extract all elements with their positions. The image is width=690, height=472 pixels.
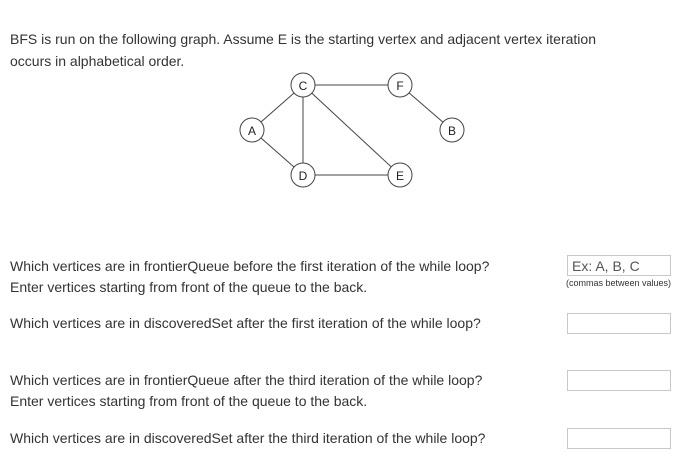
answer-4-input[interactable]: [567, 428, 671, 449]
question-1: Which vertices are in frontierQueue befo…: [10, 256, 489, 298]
vertex-circle: [387, 72, 413, 98]
edge-f-b: [408, 92, 444, 123]
graph-diagram: A B C D E F: [239, 72, 465, 188]
graph-edges: [260, 84, 444, 176]
vertex-label: A: [248, 124, 256, 138]
graph-nodes: A B C D E F: [239, 72, 465, 188]
question-1-text: Which vertices are in frontierQueue befo…: [10, 258, 490, 274]
question-2-text: Which vertices are in discoveredSet afte…: [10, 315, 481, 331]
vertex-label: C: [299, 79, 308, 93]
vertex-c: C: [290, 72, 316, 98]
vertex-label: B: [448, 124, 456, 138]
vertex-label: E: [396, 169, 404, 183]
question-3: Which vertices are in frontierQueue afte…: [10, 370, 482, 412]
vertex-circle: [439, 117, 465, 143]
vertex-circle: [239, 117, 265, 143]
answer-2-input[interactable]: [567, 313, 671, 334]
problem-statement: BFS is run on the following graph. Assum…: [10, 28, 680, 72]
question-4-text: Which vertices are in discoveredSet afte…: [10, 430, 486, 446]
vertex-circle: [290, 162, 316, 188]
vertex-label: D: [299, 169, 308, 183]
answer-3-input[interactable]: [567, 370, 671, 391]
vertex-circle: [387, 162, 413, 188]
edge-a-c: [260, 92, 295, 123]
edge-a-d: [260, 137, 295, 168]
answer-1-input[interactable]: [567, 255, 671, 276]
vertex-b: B: [439, 117, 465, 143]
vertex-e: E: [387, 162, 413, 188]
problem-statement-line-1: BFS is run on the following graph. Assum…: [10, 31, 596, 47]
question-2: Which vertices are in discoveredSet afte…: [10, 313, 481, 334]
problem-statement-line-2: occurs in alphabetical order.: [10, 53, 185, 69]
vertex-f: F: [387, 72, 413, 98]
question-3-instruction: Enter vertices starting from front of th…: [10, 393, 368, 409]
vertex-circle: [290, 72, 316, 98]
vertex-d: D: [290, 162, 316, 188]
question-4: Which vertices are in discoveredSet afte…: [10, 428, 485, 449]
answer-format-hint: (commas between values): [566, 278, 672, 288]
question-3-text: Which vertices are in frontierQueue afte…: [10, 372, 483, 388]
vertex-label: F: [396, 79, 403, 93]
vertex-a: A: [239, 117, 265, 143]
edge-c-e: [311, 92, 392, 168]
question-1-instruction: Enter vertices starting from front of th…: [10, 279, 368, 295]
